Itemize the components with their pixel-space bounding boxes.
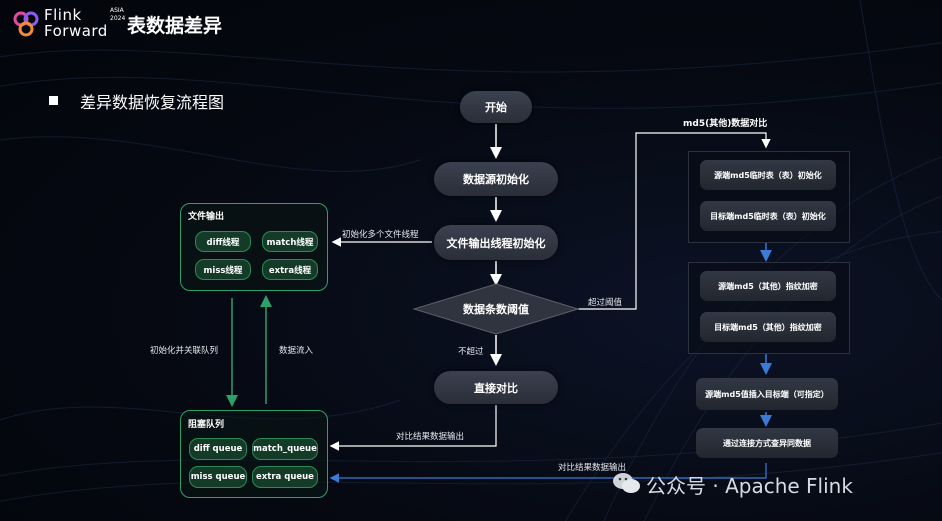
section-title: 差异数据恢复流程图 xyxy=(80,93,225,112)
label-data-inflow: 数据流入 xyxy=(279,346,314,356)
tag-diff-queue: diff queue xyxy=(189,438,247,460)
node-init-threads: 文件输出线程初始化 xyxy=(434,225,558,260)
md5-dst-temp-init: 目标端md5临时表（表）初始化 xyxy=(700,201,836,231)
tag-extra-queue: extra queue xyxy=(252,466,318,488)
logo-badge-asia: ASIA xyxy=(110,7,124,14)
logo-line2: Forward xyxy=(44,22,108,40)
tag-miss-thread: miss线程 xyxy=(195,259,251,280)
label-over-threshold: 超过阈值 xyxy=(588,298,623,308)
label-compare-output-1: 对比结果数据输出 xyxy=(396,432,465,442)
logo-badge: ASIA 2024 xyxy=(110,7,125,23)
tag-match-thread: match线程 xyxy=(262,231,318,252)
blocking-queue-title: 阻塞队列 xyxy=(188,420,225,430)
node-threshold-label: 数据条数阈值 xyxy=(463,303,529,316)
tag-diff-thread: diff线程 xyxy=(195,231,251,252)
logo-line1: Flink xyxy=(44,6,82,24)
tag-miss-queue: miss queue xyxy=(189,466,247,488)
label-init-multi-threads: 初始化多个文件线程 xyxy=(342,230,419,240)
label-init-queues: 初始化并关联队列 xyxy=(150,346,219,356)
node-init-source: 数据源初始化 xyxy=(434,162,558,196)
label-not-over: 不超过 xyxy=(458,347,484,357)
tag-match-queue: match_queue xyxy=(252,438,318,460)
wechat-icon xyxy=(613,473,640,493)
watermark-text: 公众号 · Apache Flink xyxy=(646,474,853,498)
md5-insert-target: 源端md5值插入目标端（可指定） xyxy=(696,378,838,410)
edge-threshold-to-md5 xyxy=(578,132,771,310)
threshold-diamond-shape xyxy=(412,283,580,335)
page-title: 表数据差异 xyxy=(127,15,223,37)
node-start: 开始 xyxy=(460,91,532,123)
file-output-title: 文件输出 xyxy=(188,212,225,222)
logo-badge-year: 2024 xyxy=(110,15,126,22)
edge-md5-to-queue xyxy=(329,463,767,483)
label-compare-output-2: 对比结果数据输出 xyxy=(558,463,627,473)
edge-compare-to-queue xyxy=(329,405,497,451)
logo-text: Flink Forward xyxy=(44,7,108,39)
flink-forward-logo-icon xyxy=(13,11,39,37)
md5-join-diff: 通过连接方式查异同数据 xyxy=(696,428,838,458)
node-direct-compare: 直接对比 xyxy=(434,371,558,404)
md5-src-temp-init: 源端md5临时表（表）初始化 xyxy=(700,160,836,190)
md5-flow-title: md5(其他)数据对比 xyxy=(683,119,768,129)
bullet-square xyxy=(49,96,58,105)
md5-dst-fingerprint: 目标端md5（其他）指纹加密 xyxy=(700,312,836,342)
md5-src-fingerprint: 源端md5（其他）指纹加密 xyxy=(700,271,836,301)
tag-extra-thread: extra线程 xyxy=(262,259,318,280)
